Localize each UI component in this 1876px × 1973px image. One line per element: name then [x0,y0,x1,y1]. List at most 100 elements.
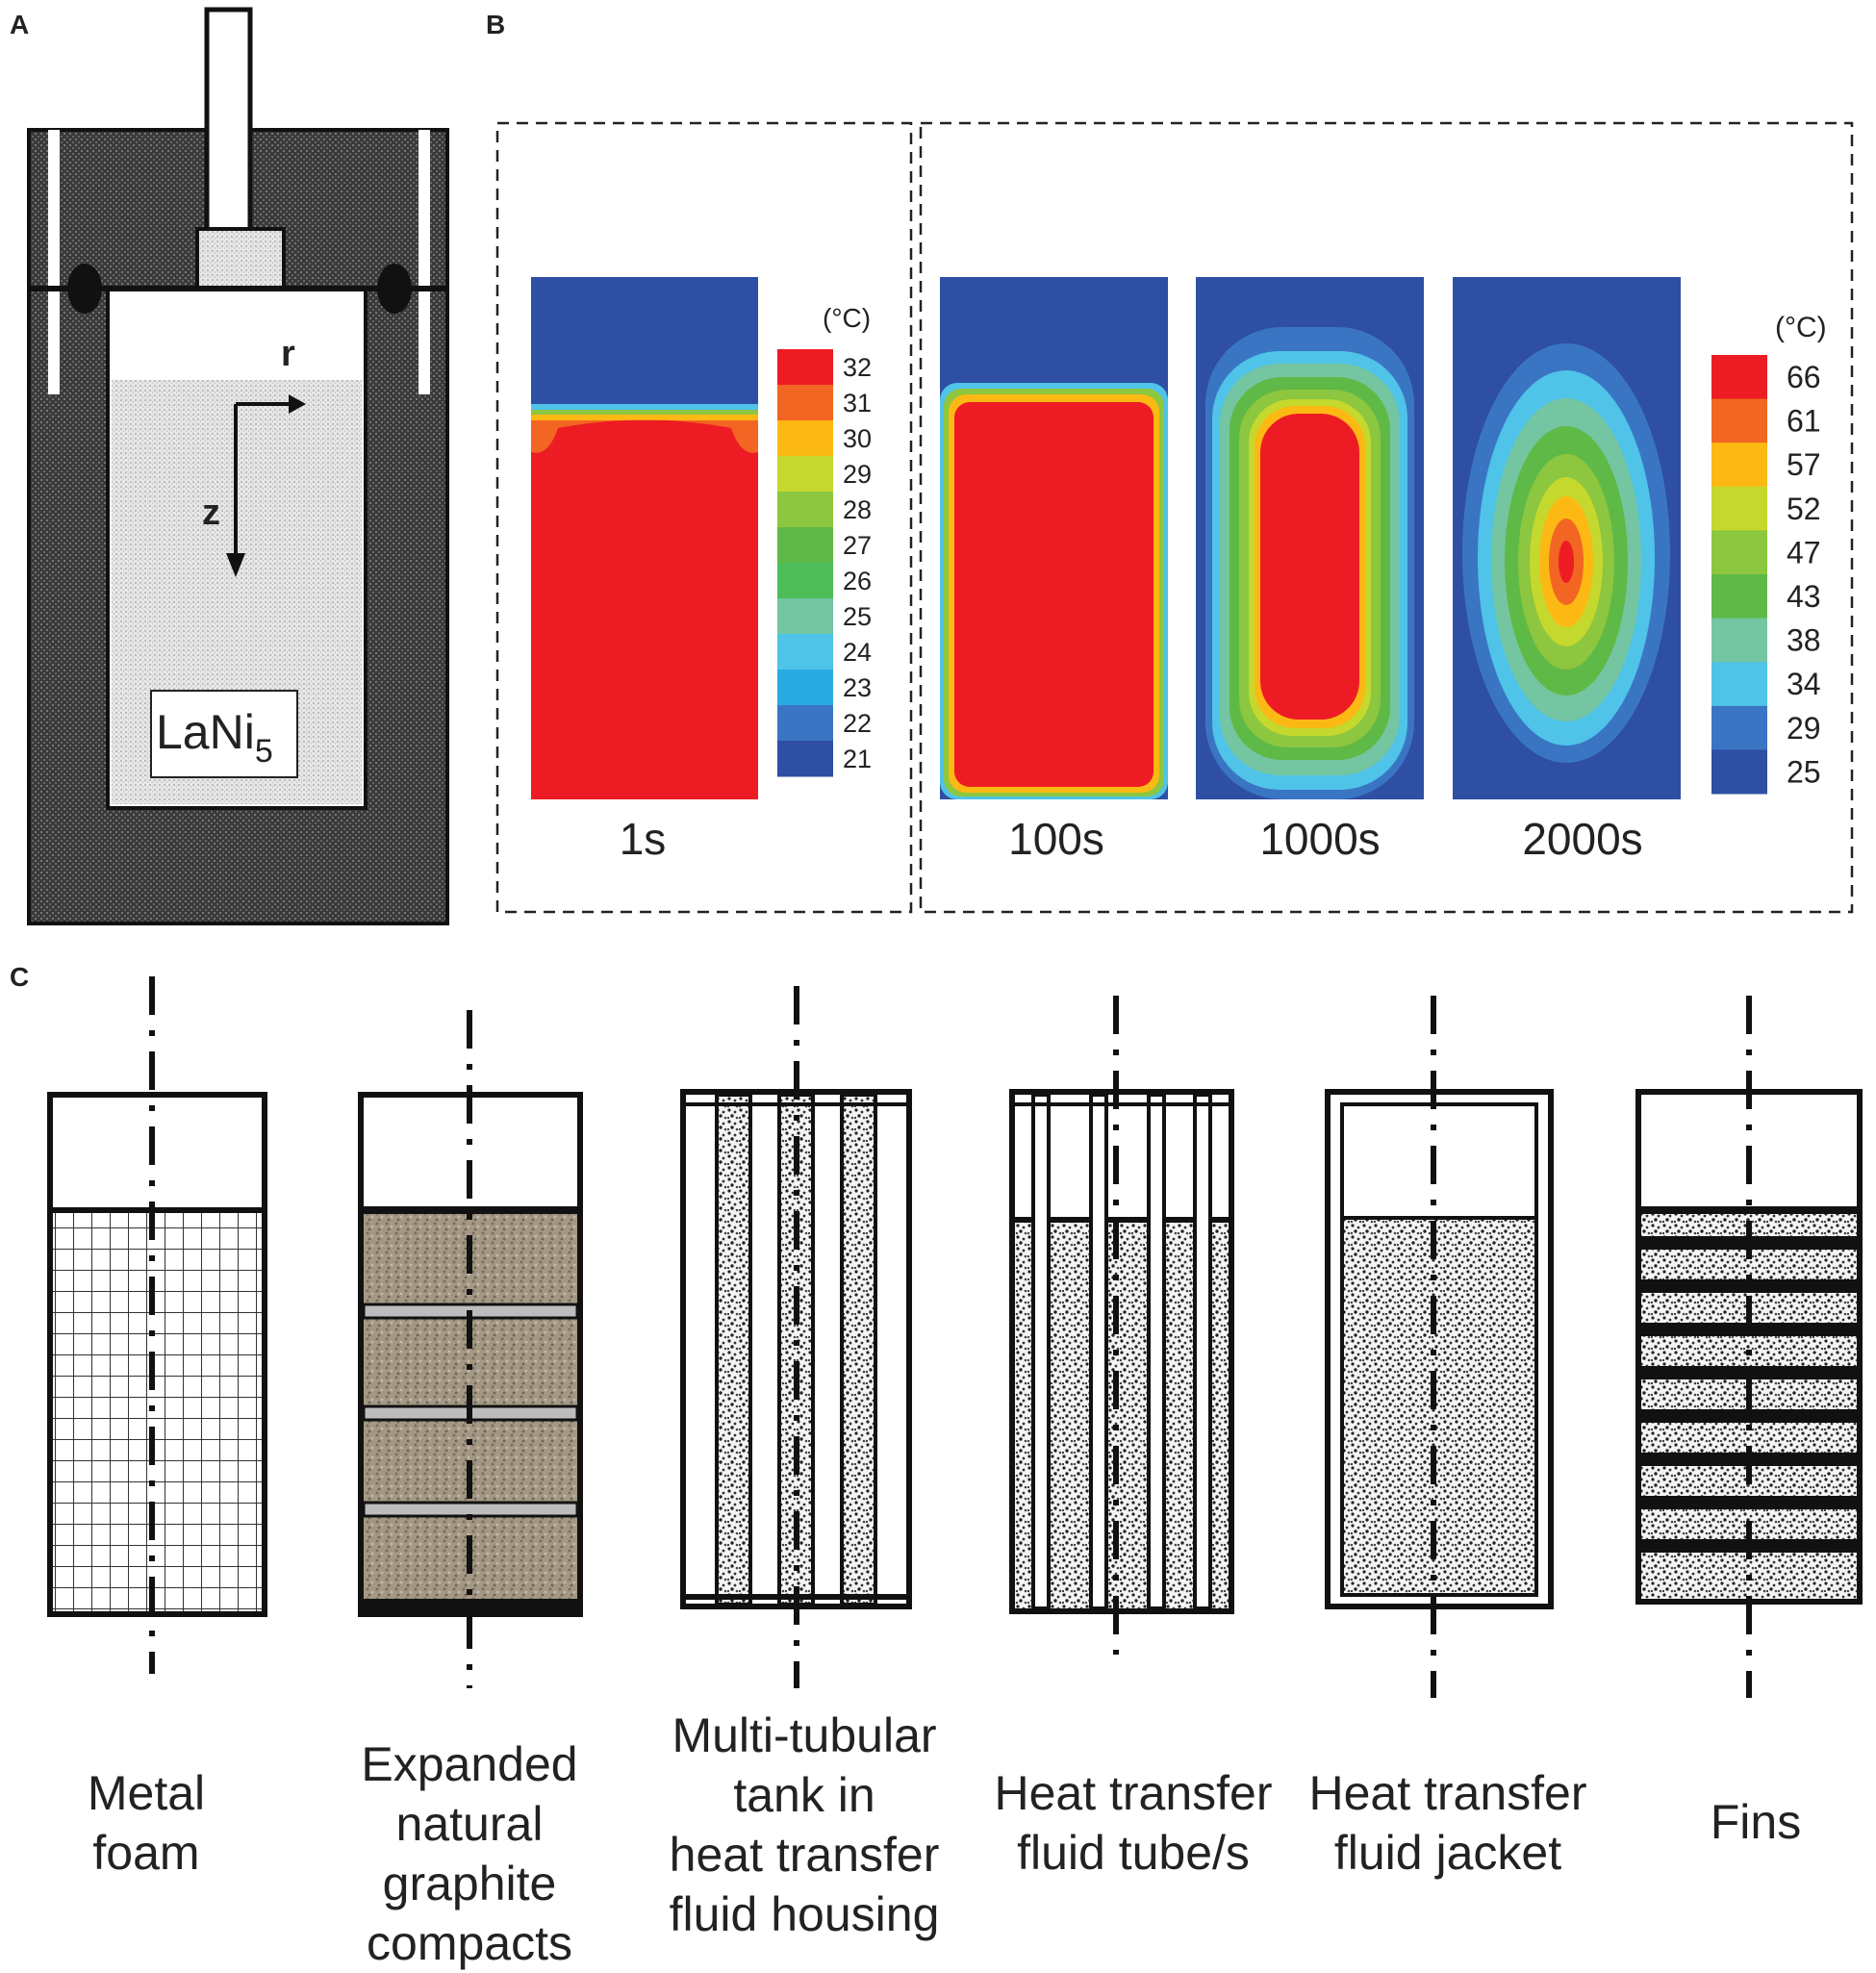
caption-line: Multi-tubular [672,1708,937,1762]
scale-left-tick-label: 24 [843,638,872,667]
caption-line: foam [92,1826,200,1880]
caption-line: Metal [87,1766,206,1820]
caption-fluid-tubes: Heat transfer fluid tube/s [970,1763,1297,1883]
contour-1s [531,277,758,799]
caption-line: Heat transfer [1308,1766,1587,1820]
time-label-100s: 100s [1008,814,1104,864]
caption-line: fluid jacket [1333,1826,1562,1880]
scale-right-tick-label: 43 [1787,579,1821,614]
scale-left-swatch [777,705,833,742]
scale-right-swatch [1711,486,1767,531]
scale-left-tick-label: 26 [843,567,872,595]
axis-r-arrow [289,394,306,414]
caption-fins: Fins [1592,1792,1876,1852]
contour-2000s [1453,277,1681,799]
scale-left-swatch [777,385,833,421]
caption-line: natural graphite [382,1797,557,1910]
scale-right-swatch [1711,574,1767,620]
scale-left-swatch [777,670,833,706]
material-label-box [150,690,298,778]
panel-label-c: C [10,962,30,992]
scale-right-tick-label: 29 [1787,711,1821,746]
cooling-channel-right [418,130,430,394]
seal-right [377,264,412,314]
scale-left-swatch [777,634,833,670]
scale-right-swatch [1711,662,1767,707]
filter-plug [195,227,286,291]
scale-right-tick-label: 38 [1787,623,1821,658]
caption-line: fluid tube/s [1017,1826,1250,1880]
scale-right-swatch [1711,749,1767,795]
scale-left-swatch [777,563,833,599]
scale-right-tick-label: 34 [1787,667,1821,701]
scale-right-swatch [1711,530,1767,575]
color-scale-right: 66 61 57 52 47 43 38 34 29 25 [1711,355,1821,795]
scale-right-tick-label: 57 [1787,447,1821,482]
reactor-schematic: r z LaNi5 [27,7,449,925]
design-fluid-tubes [1009,996,1234,1655]
frame-initial [495,121,913,914]
scale-left-tick-label: 28 [843,495,872,524]
scale-left-swatch [777,741,833,777]
unit-label-right: (°C) [1775,312,1827,343]
caption-line: tank in [733,1768,875,1822]
scale-left-tick-label: 30 [843,424,872,453]
time-label-2000s: 2000s [1522,814,1642,864]
contour-1000s [1196,277,1424,799]
time-label-1000s: 1000s [1259,814,1380,864]
gas-inlet-tube [204,7,253,239]
caption-line: Expanded [361,1737,578,1791]
scale-left-swatch [777,420,833,457]
scale-right-tick-label: 61 [1787,404,1821,439]
design-multi-tubular [680,986,912,1688]
axis-z-arrow [226,553,245,577]
scale-left-swatch [777,349,833,386]
scale-right-tick-label: 25 [1787,754,1821,789]
caption-graphite-compacts: Expanded natural graphite compacts [306,1734,633,1973]
design-metal-foam [47,976,267,1674]
scale-left-tick-label: 23 [843,673,872,702]
scale-left-tick-label: 31 [843,389,872,417]
scale-left-tick-label: 27 [843,531,872,560]
caption-multi-tubular: Multi-tubular tank in heat transfer flui… [641,1706,968,1944]
scale-right-tick-label: 52 [1787,492,1821,526]
design-graphite-compacts [358,1010,583,1688]
caption-metal-foam: Metal foam [0,1763,310,1883]
design-fins [1635,996,1863,1698]
caption-line: compacts [367,1916,572,1970]
design-fluid-jacket [1325,996,1554,1698]
unit-label-left: (°C) [823,303,871,333]
material-label: LaNi5 [156,705,273,770]
caption-line: Heat transfer [994,1766,1273,1820]
seal-left [67,264,102,314]
scale-left-tick-label: 32 [843,353,872,382]
caption-line: fluid housing [669,1887,940,1941]
scale-right-swatch [1711,398,1767,443]
scale-left-tick-label: 29 [843,460,872,489]
scale-left-swatch [777,527,833,564]
scale-left-tick-label: 25 [843,602,872,631]
axis-z-label: z [202,493,220,533]
fin [1641,1279,1857,1293]
scale-left-swatch [777,492,833,528]
contour-100s [940,277,1168,799]
scale-right-tick-label: 47 [1787,535,1821,569]
scale-right-swatch [1711,355,1767,400]
scale-right-swatch [1711,618,1767,663]
time-label-1s: 1s [620,814,667,864]
scale-left-tick-label: 21 [843,745,872,773]
scale-right-swatch [1711,443,1767,488]
scale-left-swatch [777,456,833,493]
scale-right-tick-label: 66 [1787,360,1821,394]
caption-fluid-jacket: Heat transfer fluid jacket [1284,1763,1611,1883]
panel-label-b: B [486,10,506,39]
caption-line: Fins [1710,1795,1802,1849]
panel-label-a: A [10,10,30,39]
enhancement-designs [47,976,1863,1698]
frame-later [919,121,1854,914]
fin [1641,1409,1857,1423]
scale-right-swatch [1711,705,1767,750]
